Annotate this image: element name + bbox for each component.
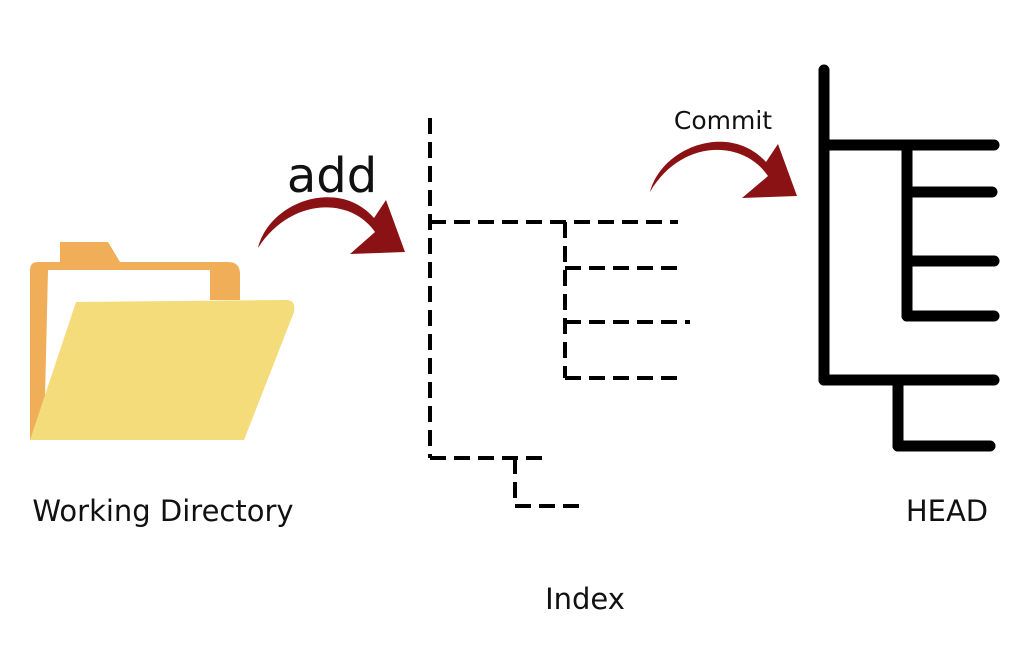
- index-label: Index: [545, 582, 625, 616]
- commit-label: Commit: [674, 106, 772, 135]
- dashed-tree-icon: [428, 118, 690, 508]
- working-directory-label: Working Directory: [32, 494, 293, 528]
- solid-tree-icon: [818, 64, 1000, 452]
- commit-arrow-icon: [650, 141, 797, 198]
- folder-icon: [30, 242, 295, 440]
- head-label: HEAD: [906, 494, 988, 528]
- folder-front: [30, 300, 295, 440]
- add-arrow-icon: [258, 197, 405, 254]
- add-label: add: [287, 148, 377, 204]
